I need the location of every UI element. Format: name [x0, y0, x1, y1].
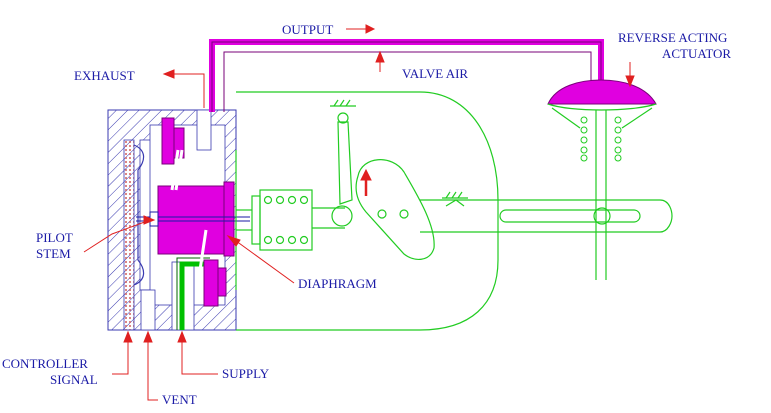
actuator-label: ACTUATOR [662, 46, 731, 61]
diaphragm-label: DIAPHRAGM [298, 276, 377, 291]
exhaust-label: EXHAUST [74, 68, 135, 83]
signal-label: SIGNAL [50, 372, 98, 387]
controller-signal-chamber [123, 139, 145, 331]
valve-air-label: VALVE AIR [402, 66, 468, 81]
pilot-spool [157, 117, 235, 307]
annotation-arrows [83, 24, 635, 401]
stem-label: STEM [36, 246, 71, 261]
output-label: OUTPUT [282, 22, 333, 37]
pilot-stem [136, 149, 250, 271]
positioner-housing [235, 91, 673, 331]
supply-label: SUPPLY [222, 366, 270, 381]
pilot-label: PILOT [36, 230, 73, 245]
output-pipe [209, 39, 604, 112]
vent-label: VENT [162, 392, 197, 407]
reverse-acting-label: REVERSE ACTING [618, 30, 727, 45]
controller-label: CONTROLLER [2, 356, 88, 371]
reverse-acting-actuator [547, 79, 657, 162]
